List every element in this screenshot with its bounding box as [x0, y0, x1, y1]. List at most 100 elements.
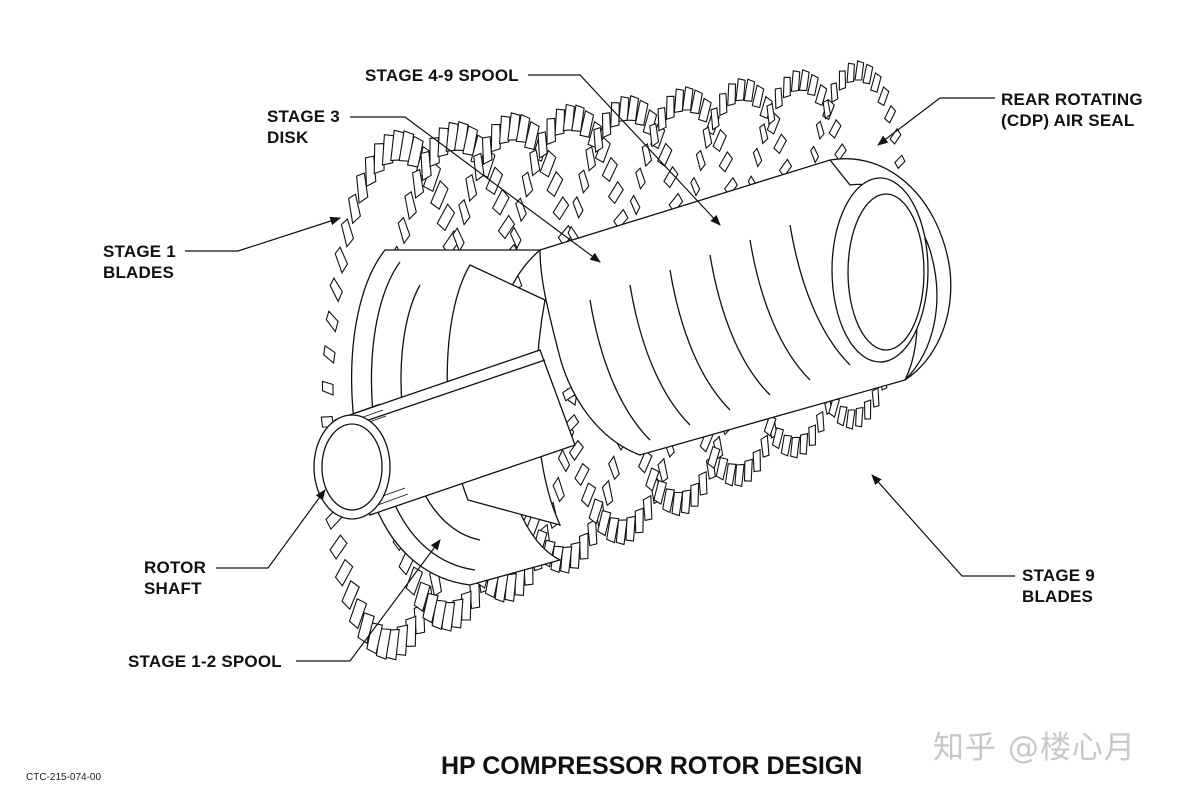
blade	[356, 172, 369, 204]
blade	[524, 120, 540, 151]
blade	[601, 112, 612, 139]
blade	[507, 112, 521, 141]
blade	[629, 194, 641, 216]
blade	[515, 113, 531, 143]
callout-stage-9-blades: STAGE 9 BLADES	[1022, 566, 1095, 606]
blade	[546, 117, 557, 146]
blade	[521, 171, 534, 198]
callout-stage-1-2-spool: STAGE 1-2 SPOOL	[128, 652, 282, 671]
blade	[458, 198, 471, 226]
blade	[634, 507, 644, 534]
blade	[671, 491, 684, 517]
leader-stage-1-2-spool	[296, 539, 441, 662]
blade	[578, 169, 590, 195]
blade	[752, 448, 761, 473]
blade	[695, 149, 706, 172]
blade	[734, 463, 745, 487]
blade	[430, 179, 449, 210]
blade	[546, 170, 564, 198]
blade	[585, 145, 597, 172]
blade	[634, 99, 649, 126]
diagram-title: HP COMPRESSOR ROTOR DESIGN	[441, 752, 863, 780]
blade-row-stage-7	[680, 78, 800, 487]
blade	[347, 193, 362, 225]
blade	[751, 84, 765, 109]
blade	[808, 424, 816, 446]
blade	[340, 218, 355, 248]
blade	[641, 142, 653, 168]
leader-lines	[185, 74, 1015, 662]
blade	[834, 143, 847, 162]
blade	[412, 168, 425, 200]
blade	[626, 95, 640, 122]
blade	[760, 434, 770, 458]
blade	[855, 406, 864, 428]
blade	[816, 410, 825, 433]
blade	[681, 86, 694, 111]
blade	[815, 120, 825, 141]
blade	[883, 104, 897, 124]
blade	[657, 142, 673, 167]
blade	[635, 167, 646, 191]
blade	[690, 482, 700, 507]
blade	[642, 109, 658, 136]
drum-ring-5	[749, 239, 811, 381]
blade	[806, 73, 819, 97]
blade	[321, 380, 334, 396]
blade	[662, 488, 676, 514]
blade	[452, 227, 465, 253]
blade	[462, 125, 479, 156]
callout-rotor-shaft: ROTOR SHAFT	[144, 558, 207, 598]
blade	[587, 518, 598, 547]
blade	[863, 399, 872, 420]
blade	[894, 154, 906, 170]
rotor-shaft-bore	[321, 423, 383, 511]
blade	[846, 62, 855, 84]
blade	[625, 515, 636, 542]
blade	[774, 87, 783, 110]
blade	[645, 467, 660, 492]
blade	[657, 457, 669, 483]
blade	[580, 482, 597, 508]
blade	[697, 97, 712, 123]
blade	[404, 190, 417, 221]
blade	[766, 103, 776, 126]
blade	[465, 173, 478, 203]
blade	[689, 89, 703, 115]
rear-bore-inner	[847, 193, 925, 351]
blade	[579, 109, 595, 138]
blade	[799, 432, 809, 455]
blade	[712, 128, 727, 153]
blade	[334, 558, 354, 587]
blade	[329, 276, 343, 303]
blade	[490, 123, 501, 153]
blade	[743, 458, 753, 482]
blade	[539, 149, 557, 178]
blade	[702, 126, 713, 150]
blade	[715, 456, 729, 481]
blade	[836, 405, 848, 427]
blade	[593, 126, 604, 154]
drum-ring-6	[789, 224, 851, 366]
blade	[429, 137, 440, 168]
blade	[397, 216, 411, 245]
blade	[597, 509, 612, 537]
blade	[481, 135, 493, 165]
blade	[814, 83, 828, 106]
blade	[607, 180, 624, 205]
blade	[653, 479, 668, 505]
drum-ring-4	[709, 254, 771, 396]
blade	[552, 476, 565, 503]
blade	[870, 72, 882, 93]
blade	[571, 104, 585, 132]
blade	[782, 76, 791, 99]
shaft-splines	[351, 403, 409, 507]
blade	[515, 197, 527, 223]
blade	[568, 439, 584, 462]
blade	[707, 445, 721, 470]
blade	[608, 455, 620, 481]
blade	[773, 133, 787, 155]
blade	[798, 69, 810, 92]
blade	[838, 70, 847, 91]
